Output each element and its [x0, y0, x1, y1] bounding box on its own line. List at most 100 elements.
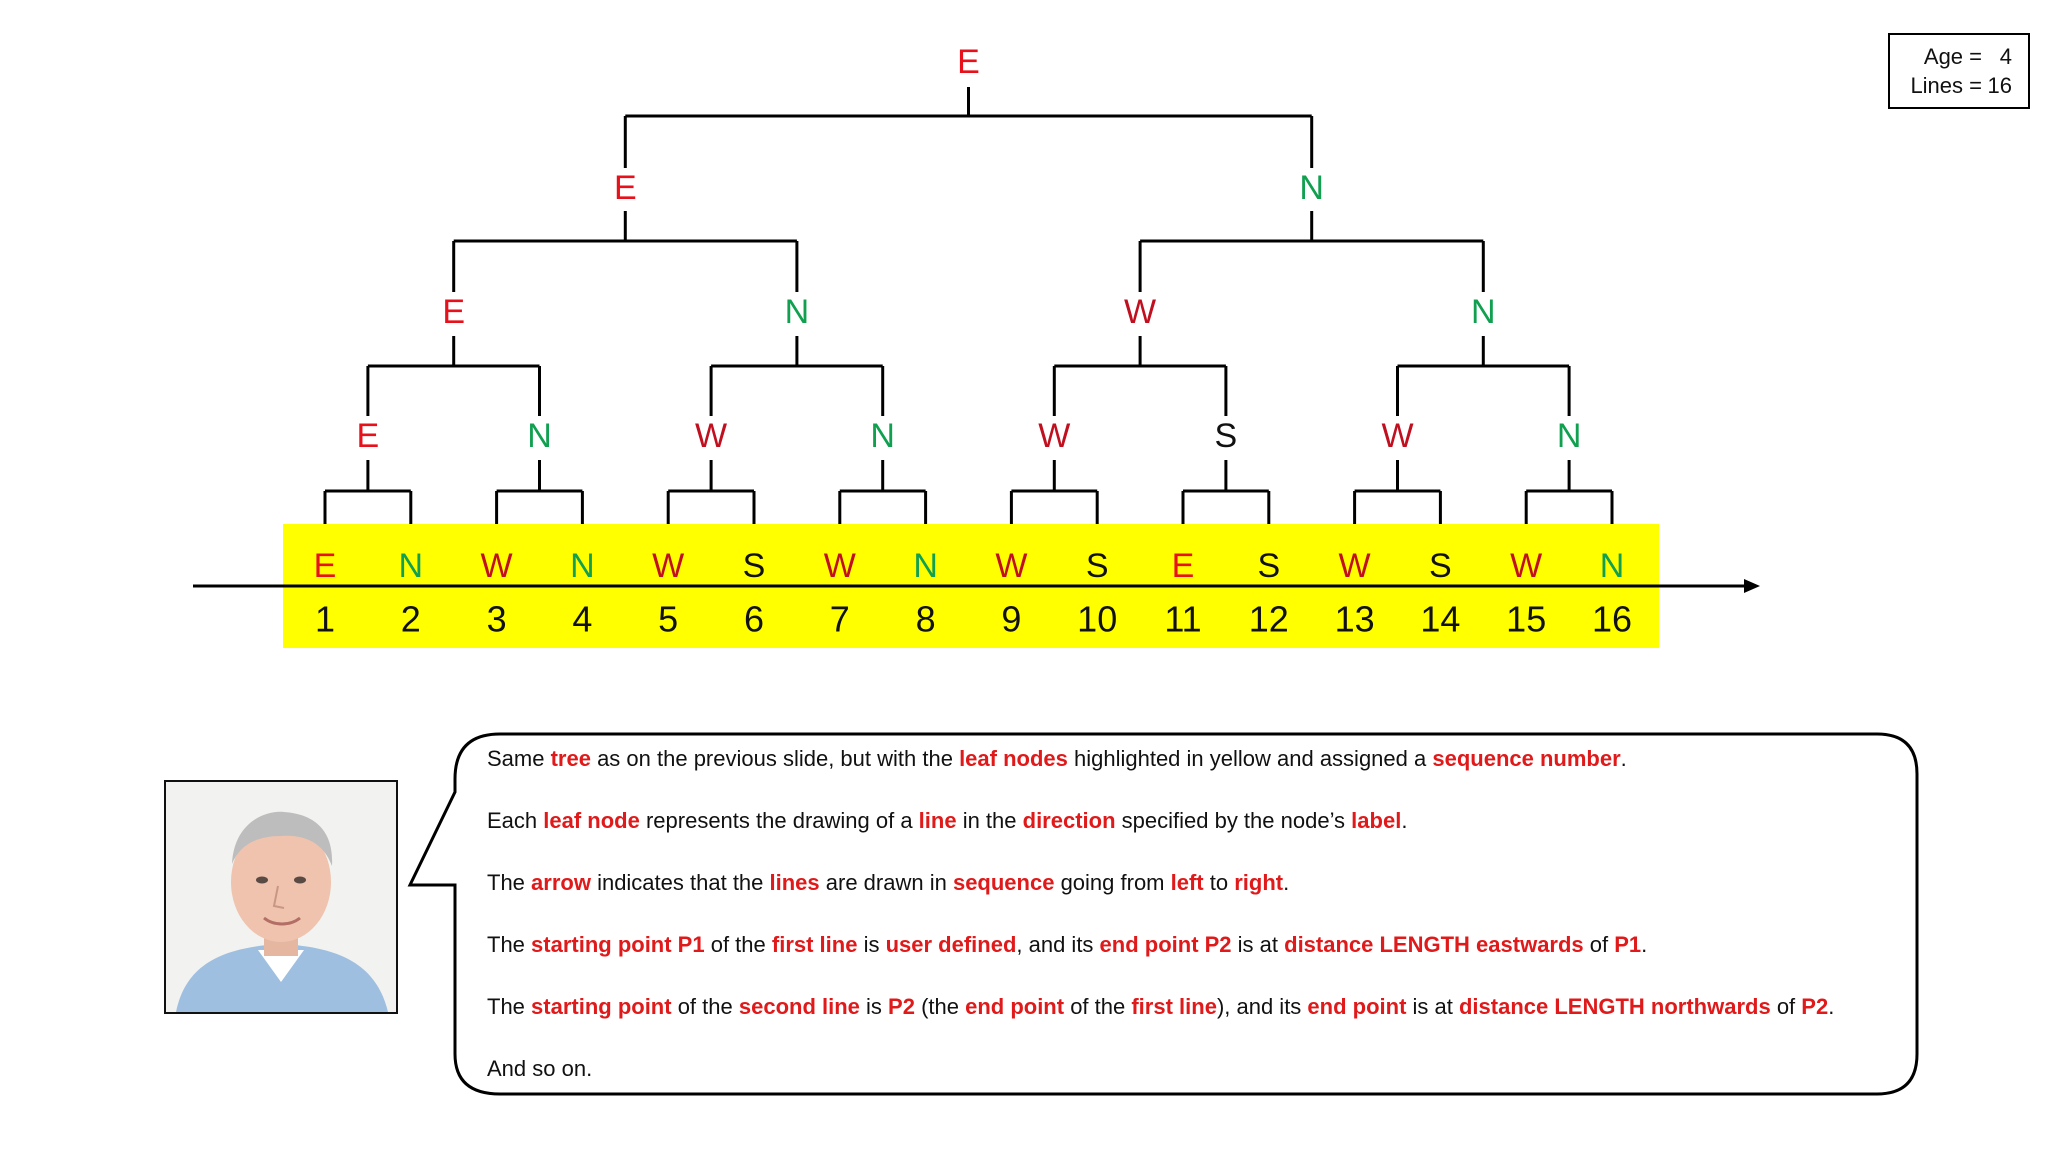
tree-node-label: S [1215, 417, 1238, 455]
keyword-text: direction [1022, 808, 1116, 833]
sequence-number: 1 [315, 599, 335, 640]
keyword-text: P2 [888, 994, 915, 1019]
sequence-number: 5 [658, 599, 678, 640]
tree-node-label: E [442, 293, 465, 331]
keyword-text: leaf nodes [959, 746, 1068, 771]
leaf-node-label: E [1172, 547, 1195, 585]
keyword-text: line [918, 808, 957, 833]
body-text: is at [1231, 932, 1285, 957]
sequence-number: 12 [1249, 599, 1289, 640]
sequence-number: 3 [487, 599, 507, 640]
body-text: are drawn in [819, 870, 953, 895]
keyword-text: tree [550, 746, 591, 771]
explanation-paragraph: The arrow indicates that the lines are d… [487, 868, 1887, 930]
body-text: And so on. [487, 1056, 593, 1081]
keyword-text: user defined [885, 932, 1017, 957]
keyword-text: starting point [531, 994, 672, 1019]
body-text: , and its [1016, 932, 1100, 957]
tree-node-label: W [695, 417, 727, 455]
tree-node-label: E [957, 43, 980, 81]
keyword-text: end point [965, 994, 1065, 1019]
sequence-number: 7 [830, 599, 850, 640]
sequence-number: 15 [1506, 599, 1546, 640]
leaf-node-label: S [1257, 547, 1280, 585]
keyword-text: distance LENGTH northwards [1458, 994, 1771, 1019]
sequence-arrow [193, 579, 1760, 593]
keyword-text: P2 [1801, 994, 1829, 1019]
explanation-paragraph: The starting point P1 of the first line … [487, 930, 1887, 992]
leaf-node-label: S [1086, 547, 1109, 585]
keyword-text: leaf node [543, 808, 640, 833]
body-text: highlighted in yellow and assigned a [1067, 746, 1433, 771]
body-text: ), and its [1216, 994, 1308, 1019]
leaf-node-label: N [570, 547, 595, 585]
keyword-text: label [1351, 808, 1402, 833]
leaf-node-label: S [743, 547, 766, 585]
leaf-node-label: W [1339, 547, 1371, 585]
tree-node-label: W [1381, 417, 1413, 455]
explanation-text: Same tree as on the previous slide, but … [487, 744, 1887, 1116]
sequence-number: 16 [1592, 599, 1632, 640]
sequence-number: 14 [1420, 599, 1460, 640]
tree-node-label: N [870, 417, 895, 455]
lines-row: Lines = 16 [1890, 71, 2028, 100]
body-text: of the [671, 994, 739, 1019]
tree-node-label: E [614, 169, 637, 207]
keyword-text: arrow [531, 870, 591, 895]
body-text: in the [956, 808, 1023, 833]
tree-node-label: E [357, 417, 380, 455]
leaf-node-label: W [824, 547, 856, 585]
person-photo-icon [166, 782, 396, 1012]
keyword-text: right [1234, 870, 1284, 895]
leaf-node-label: S [1429, 547, 1452, 585]
tree-node-label: N [1299, 169, 1324, 207]
keyword-text: lines [769, 870, 820, 895]
leaf-node-label: N [1600, 547, 1625, 585]
age-value: 4 [1999, 44, 2012, 69]
body-text: . [1828, 994, 1835, 1019]
keyword-text: end point [1307, 994, 1407, 1019]
body-text: The [487, 932, 532, 957]
tree-edges [323, 87, 1614, 524]
sequence-number: 13 [1335, 599, 1375, 640]
leaf-node-label: W [481, 547, 513, 585]
body-text: The [487, 870, 532, 895]
explanation-paragraph: And so on. [487, 1054, 1887, 1116]
body-text: of [1583, 932, 1615, 957]
keyword-text: end point P2 [1099, 932, 1232, 957]
keyword-text: starting point P1 [531, 932, 705, 957]
leaf-node-label: W [995, 547, 1027, 585]
age-label: Age = [1923, 44, 1982, 69]
body-text: as on the previous slide, but with the [590, 746, 960, 771]
info-box: Age = 4 Lines = 16 [1888, 33, 2030, 109]
sequence-number: 9 [1001, 599, 1021, 640]
sequence-number: 11 [1164, 599, 1201, 640]
keyword-text: P1 [1614, 932, 1642, 957]
explanation-paragraph: Each leaf node represents the drawing of… [487, 806, 1887, 868]
leaf-node-label: E [314, 547, 337, 585]
tree-node-label: N [1471, 293, 1496, 331]
leaf-node-label: N [913, 547, 938, 585]
body-text: is [859, 994, 889, 1019]
keyword-text: second line [738, 994, 860, 1019]
body-text: . [1283, 870, 1290, 895]
body-text: of the [1064, 994, 1132, 1019]
body-text: specified by the node’s [1115, 808, 1352, 833]
tree-node-label: N [785, 293, 810, 331]
presenter-avatar [164, 780, 398, 1014]
body-text: (the [914, 994, 966, 1019]
body-text: to [1203, 870, 1235, 895]
body-text: represents the drawing of a [639, 808, 919, 833]
tree-node-label: W [1124, 293, 1156, 331]
explanation-paragraph: The starting point of the second line is… [487, 992, 1887, 1054]
body-text: . [1620, 746, 1627, 771]
sequence-number: 4 [572, 599, 592, 640]
tree-node-label: N [1557, 417, 1582, 455]
body-text: Same [487, 746, 551, 771]
explanation-paragraph: Same tree as on the previous slide, but … [487, 744, 1887, 806]
sequence-number: 10 [1077, 599, 1117, 640]
body-text: is at [1406, 994, 1459, 1019]
